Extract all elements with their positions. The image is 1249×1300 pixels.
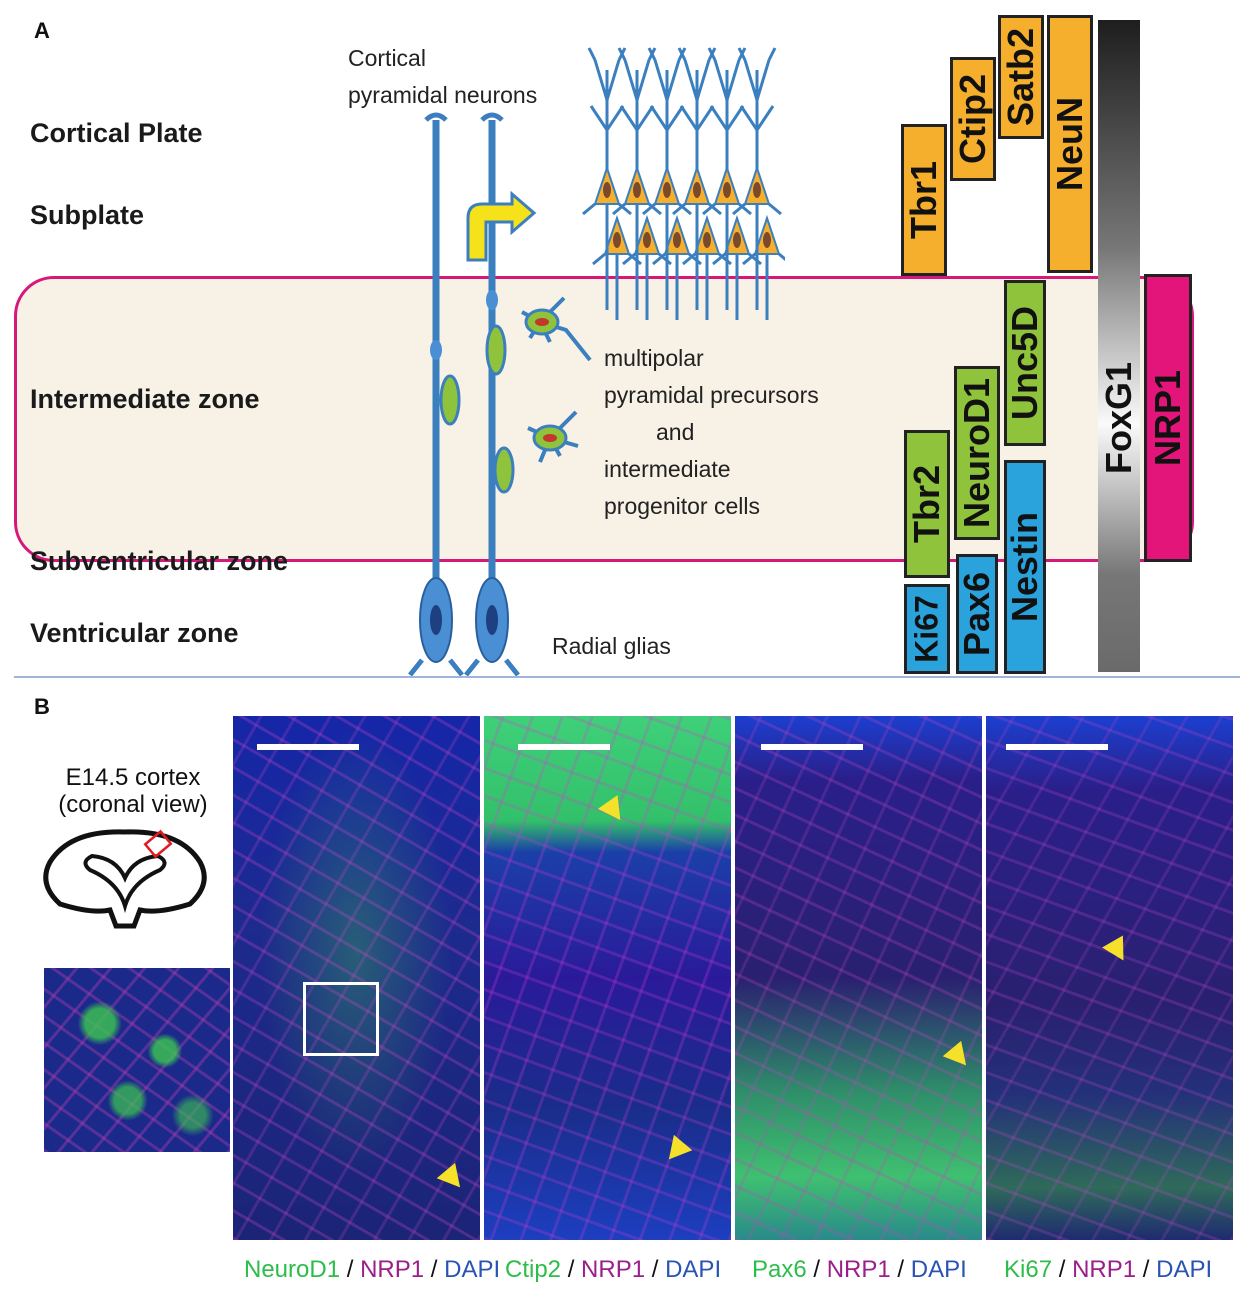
marker-nrp1: NRP1 (1144, 274, 1192, 562)
precursor-label-line3: and (656, 419, 695, 445)
arrowhead-marker (436, 1162, 470, 1196)
scale-bar (518, 744, 610, 750)
multipolar-precursor-2 (527, 410, 579, 463)
schematic-title-line2: (coronal view) (58, 791, 208, 818)
scale-bar (257, 744, 359, 750)
caption-pax6: Pax6 / NRP1 / DAPI (752, 1256, 967, 1283)
precursor-label-line2: pyramidal precursors (604, 382, 819, 408)
caption-ki67: Ki67 / NRP1 / DAPI (1004, 1256, 1213, 1283)
marker-unc5d: Unc5D (1004, 280, 1046, 446)
precursor-label-line4: intermediate (604, 456, 731, 482)
precursor-label-line1: multipolar (604, 345, 704, 371)
pyramidal-neuron (732, 47, 785, 320)
marker-foxg1: FoxG1 (1098, 20, 1140, 672)
caption-ctip2: Ctip2 / NRP1 / DAPI (505, 1256, 722, 1283)
panel-a-label: A (34, 18, 50, 43)
radial-glia-illustration (408, 112, 592, 677)
radial-glias-label: Radial glias (552, 633, 671, 659)
zone-label-intermediate: Intermediate zone (30, 384, 260, 414)
micrograph-pax6 (735, 716, 982, 1240)
coronal-brain-schematic (43, 829, 207, 929)
scale-bar (761, 744, 863, 750)
multipolar-precursor-1 (521, 296, 592, 362)
arrowhead-marker (1102, 935, 1134, 967)
zone-label-ventricular: Ventricular zone (30, 618, 239, 648)
caption-neurod1: NeuroD1 / NRP1 / DAPI (244, 1256, 501, 1283)
scale-bar (1006, 744, 1108, 750)
marker-ki67: Ki67 (904, 584, 950, 674)
arrowhead-marker (659, 1134, 693, 1168)
migration-arrow (466, 190, 537, 262)
marker-nestin: Nestin (1004, 460, 1046, 674)
micrograph-ctip2 (484, 716, 731, 1240)
radial-glia-cell-2 (464, 112, 520, 677)
neurod1-zoom-inset (44, 968, 230, 1152)
zone-label-cortical-plate: Cortical Plate (30, 118, 203, 148)
precursor-label-line5: progenitor cells (604, 493, 760, 519)
arrowhead-marker (597, 795, 631, 827)
zone-label-subventricular: Subventricular zone (30, 546, 289, 576)
arrowhead-marker (942, 1040, 976, 1074)
zoom-region-box (303, 982, 379, 1056)
marker-neurod1: NeuroD1 (954, 366, 1000, 540)
marker-pax6: Pax6 (956, 554, 998, 674)
zone-label-subplate: Subplate (30, 200, 145, 230)
panel-b-label: B (34, 694, 50, 719)
marker-neun: NeuN (1047, 15, 1093, 273)
pyramidal-neuron (672, 47, 732, 320)
micrograph-ki67 (986, 716, 1233, 1240)
marker-tbr1: Tbr1 (901, 124, 947, 276)
radial-glia-cell-1 (408, 112, 464, 677)
pyramidal-neuron (702, 47, 762, 320)
pyramidal-neuron (642, 47, 702, 320)
marker-tbr2: Tbr2 (904, 430, 950, 578)
cortical-neurons-label-line2: pyramidal neurons (348, 82, 538, 108)
panel-divider-line (14, 676, 1240, 678)
cortical-neurons-label-line1: Cortical (348, 45, 426, 71)
marker-ctip2: Ctip2 (950, 57, 996, 181)
micrograph-neurod1 (233, 716, 480, 1240)
schematic-title-line1: E14.5 cortex (65, 764, 201, 791)
marker-satb2: Satb2 (998, 15, 1044, 139)
pyramidal-neurons-illustration (582, 47, 785, 320)
